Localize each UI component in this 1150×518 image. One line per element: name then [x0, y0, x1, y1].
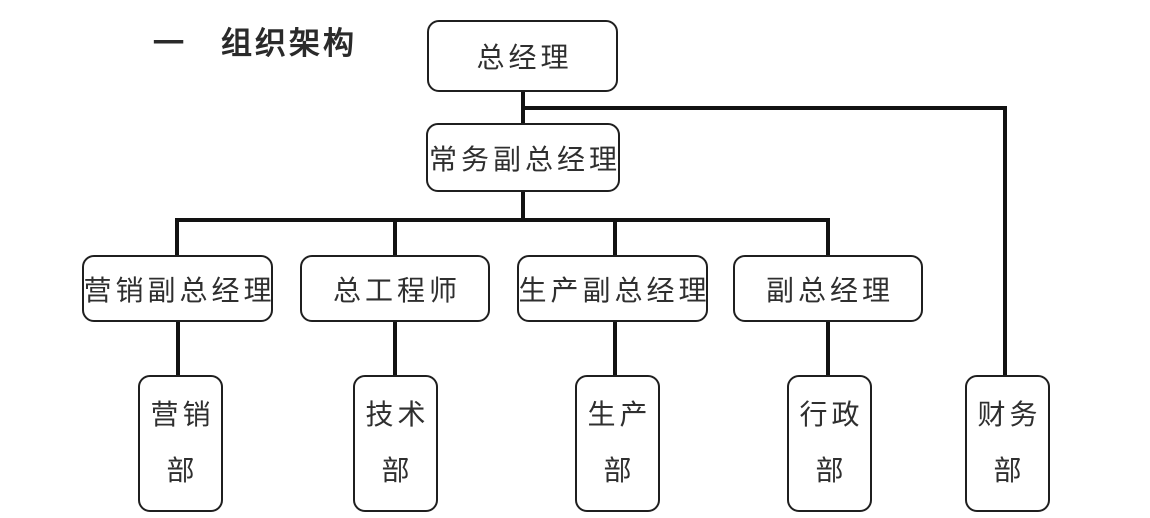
connector-bus-to-production-deputy [613, 218, 617, 257]
org-node-label-line1: 营销 [150, 399, 215, 431]
connector-gm-to-finance-vertical [1003, 106, 1007, 377]
org-node-general-manager: 总经理 [427, 20, 618, 92]
org-node-label: 营销副总经理 [83, 275, 276, 307]
org-node-label: 副总经理 [765, 275, 894, 307]
org-node-label-line2: 部 [815, 455, 848, 487]
section-title: 一组织架构 [153, 18, 357, 63]
connector-production-deputy-to-dept [613, 320, 617, 377]
connector-bus-to-chief-engineer [393, 218, 397, 257]
org-node-label: 总工程师 [332, 275, 461, 307]
org-node-label-line1: 技术 [365, 399, 430, 431]
org-node-admin-dept: 行政 部 [787, 375, 872, 512]
connector-bus-to-marketing-deputy [175, 218, 179, 257]
section-number: 一 [153, 26, 187, 61]
org-node-label: 生产副总经理 [518, 275, 711, 307]
org-node-label-line1: 财务 [977, 399, 1042, 431]
connector-marketing-deputy-to-dept [176, 320, 180, 377]
org-node-executive-deputy-gm: 常务副总经理 [426, 123, 620, 192]
org-node-production-dept: 生产 部 [575, 375, 660, 512]
org-node-label-line1: 生产 [587, 399, 652, 431]
org-node-production-deputy-gm: 生产副总经理 [517, 255, 708, 322]
org-node-label-line2: 部 [603, 455, 636, 487]
org-node-label: 常务副总经理 [429, 144, 622, 176]
org-node-chief-engineer: 总工程师 [300, 255, 490, 322]
org-node-label-line2: 部 [166, 455, 199, 487]
org-node-label-line1: 行政 [799, 399, 864, 431]
connector-gm-to-finance-horizontal [523, 106, 1007, 110]
section-title-text: 组织架构 [221, 26, 357, 61]
org-node-marketing-deputy-gm: 营销副总经理 [82, 255, 273, 322]
org-node-label-line2: 部 [381, 455, 414, 487]
connector-chief-engineer-to-dept [393, 320, 397, 377]
org-node-technology-dept: 技术 部 [353, 375, 438, 512]
org-node-marketing-dept: 营销 部 [138, 375, 223, 512]
org-node-label-line2: 部 [993, 455, 1026, 487]
org-node-deputy-gm: 副总经理 [733, 255, 923, 322]
connector-deputy-gm-to-dept [826, 320, 830, 377]
org-node-finance-dept: 财务 部 [965, 375, 1050, 512]
connector-bus-horizontal [175, 218, 830, 222]
connector-evp-to-bus [521, 190, 525, 220]
org-node-label: 总经理 [476, 43, 573, 74]
connector-bus-to-deputy-gm [826, 218, 830, 257]
